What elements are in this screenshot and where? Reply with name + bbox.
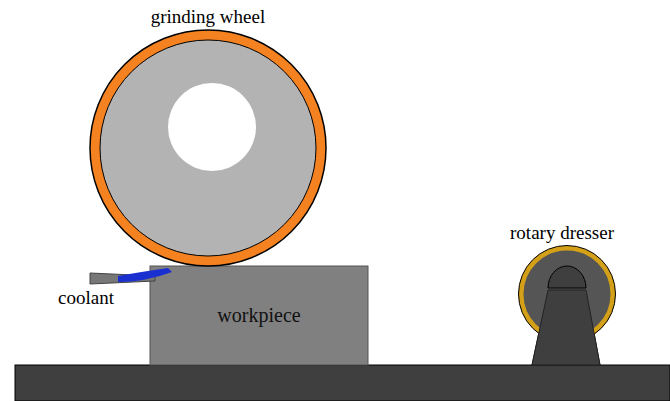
- wheel-bore: [168, 83, 256, 171]
- dresser-stand-front: [532, 290, 600, 365]
- machine-table: [15, 365, 670, 401]
- wheel-body: [100, 40, 316, 256]
- workpiece-block: [150, 266, 368, 365]
- node-text: workpiece: [217, 304, 300, 327]
- workpiece-box: workpiece: [150, 266, 368, 365]
- part-label: coolant: [58, 288, 114, 309]
- part-label: grinding wheel: [151, 7, 266, 28]
- coolant-jet: [118, 268, 172, 282]
- wheel-rim: [90, 30, 326, 266]
- dresser-spindle: [548, 266, 586, 288]
- part-label: rotary dresser: [510, 223, 614, 244]
